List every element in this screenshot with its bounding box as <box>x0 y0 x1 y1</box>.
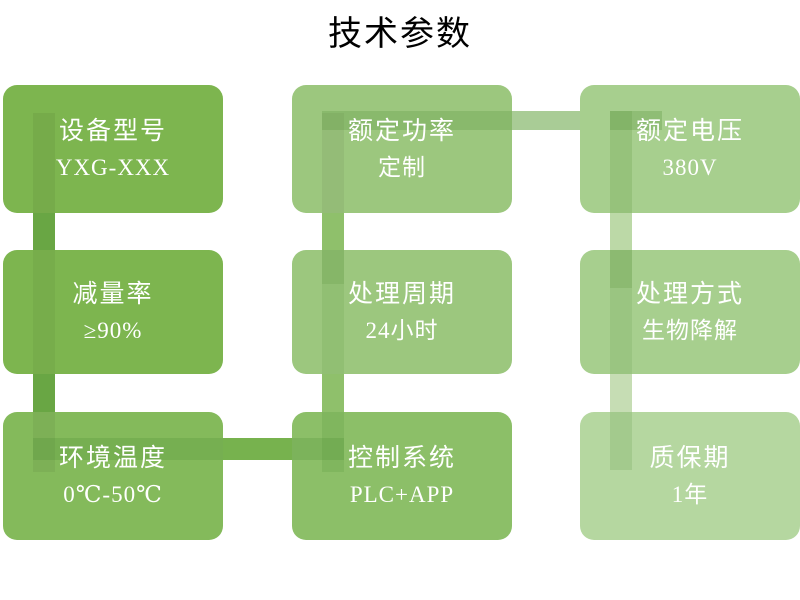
card-label: 处理周期 <box>347 280 456 308</box>
card-treatment-method[interactable]: 处理方式 生物降解 <box>580 250 800 374</box>
page-title: 技术参数 <box>328 14 472 54</box>
card-value: PLC+APP <box>349 481 455 507</box>
card-label: 减量率 <box>72 280 154 308</box>
card-warranty-period[interactable]: 质保期 1年 <box>580 412 800 540</box>
card-label: 质保期 <box>649 444 731 472</box>
card-label: 额定功率 <box>347 117 456 145</box>
card-rated-voltage[interactable]: 额定电压 380V <box>580 85 800 213</box>
connector-vertical-left-4-7 <box>33 360 55 422</box>
connector-vertical-right-3-6 <box>610 200 632 262</box>
card-label: 设备型号 <box>58 117 167 145</box>
card-value: 1年 <box>671 481 709 507</box>
connector-vertical-right-6-9 <box>610 360 632 422</box>
connector-vertical-mid-5-8 <box>322 360 344 422</box>
connector-vertical-left-1-4 <box>33 200 55 262</box>
card-device-model[interactable]: 设备型号 YXG-XXX <box>3 85 223 213</box>
card-ambient-temperature[interactable]: 环境温度 0℃-50℃ <box>3 412 223 540</box>
card-accent-stripe <box>322 113 344 213</box>
connector-vertical-mid-2-5 <box>322 200 344 262</box>
card-value: ≥90% <box>83 317 143 343</box>
card-label: 处理方式 <box>635 280 744 308</box>
card-accent-stripe <box>610 111 632 213</box>
card-label: 额定电压 <box>635 117 744 145</box>
card-label: 控制系统 <box>347 444 456 472</box>
card-control-system[interactable]: 控制系统 PLC+APP <box>292 412 512 540</box>
card-accent-stripe <box>33 250 55 374</box>
card-treatment-cycle[interactable]: 处理周期 24小时 <box>292 250 512 374</box>
card-accent-stripe <box>322 250 344 374</box>
card-rated-power[interactable]: 额定功率 定制 <box>292 85 512 213</box>
card-accent-stripe <box>322 412 344 472</box>
card-accent-band <box>610 250 632 288</box>
card-reduction-rate[interactable]: 减量率 ≥90% <box>3 250 223 374</box>
card-accent-stripe <box>610 412 632 470</box>
card-value: 生物降解 <box>642 317 738 343</box>
card-accent-stripe <box>610 250 632 374</box>
card-accent-band <box>322 250 344 284</box>
card-accent-stripe <box>33 412 55 472</box>
card-accent-band <box>292 438 344 460</box>
card-label: 环境温度 <box>58 444 167 472</box>
card-value: 380V <box>662 154 718 180</box>
card-accent-stripe <box>33 113 55 213</box>
card-value: YXG-XXX <box>55 154 171 180</box>
card-value: 24小时 <box>365 317 439 343</box>
card-value: 0℃-50℃ <box>63 481 163 507</box>
card-value: 定制 <box>378 154 426 180</box>
